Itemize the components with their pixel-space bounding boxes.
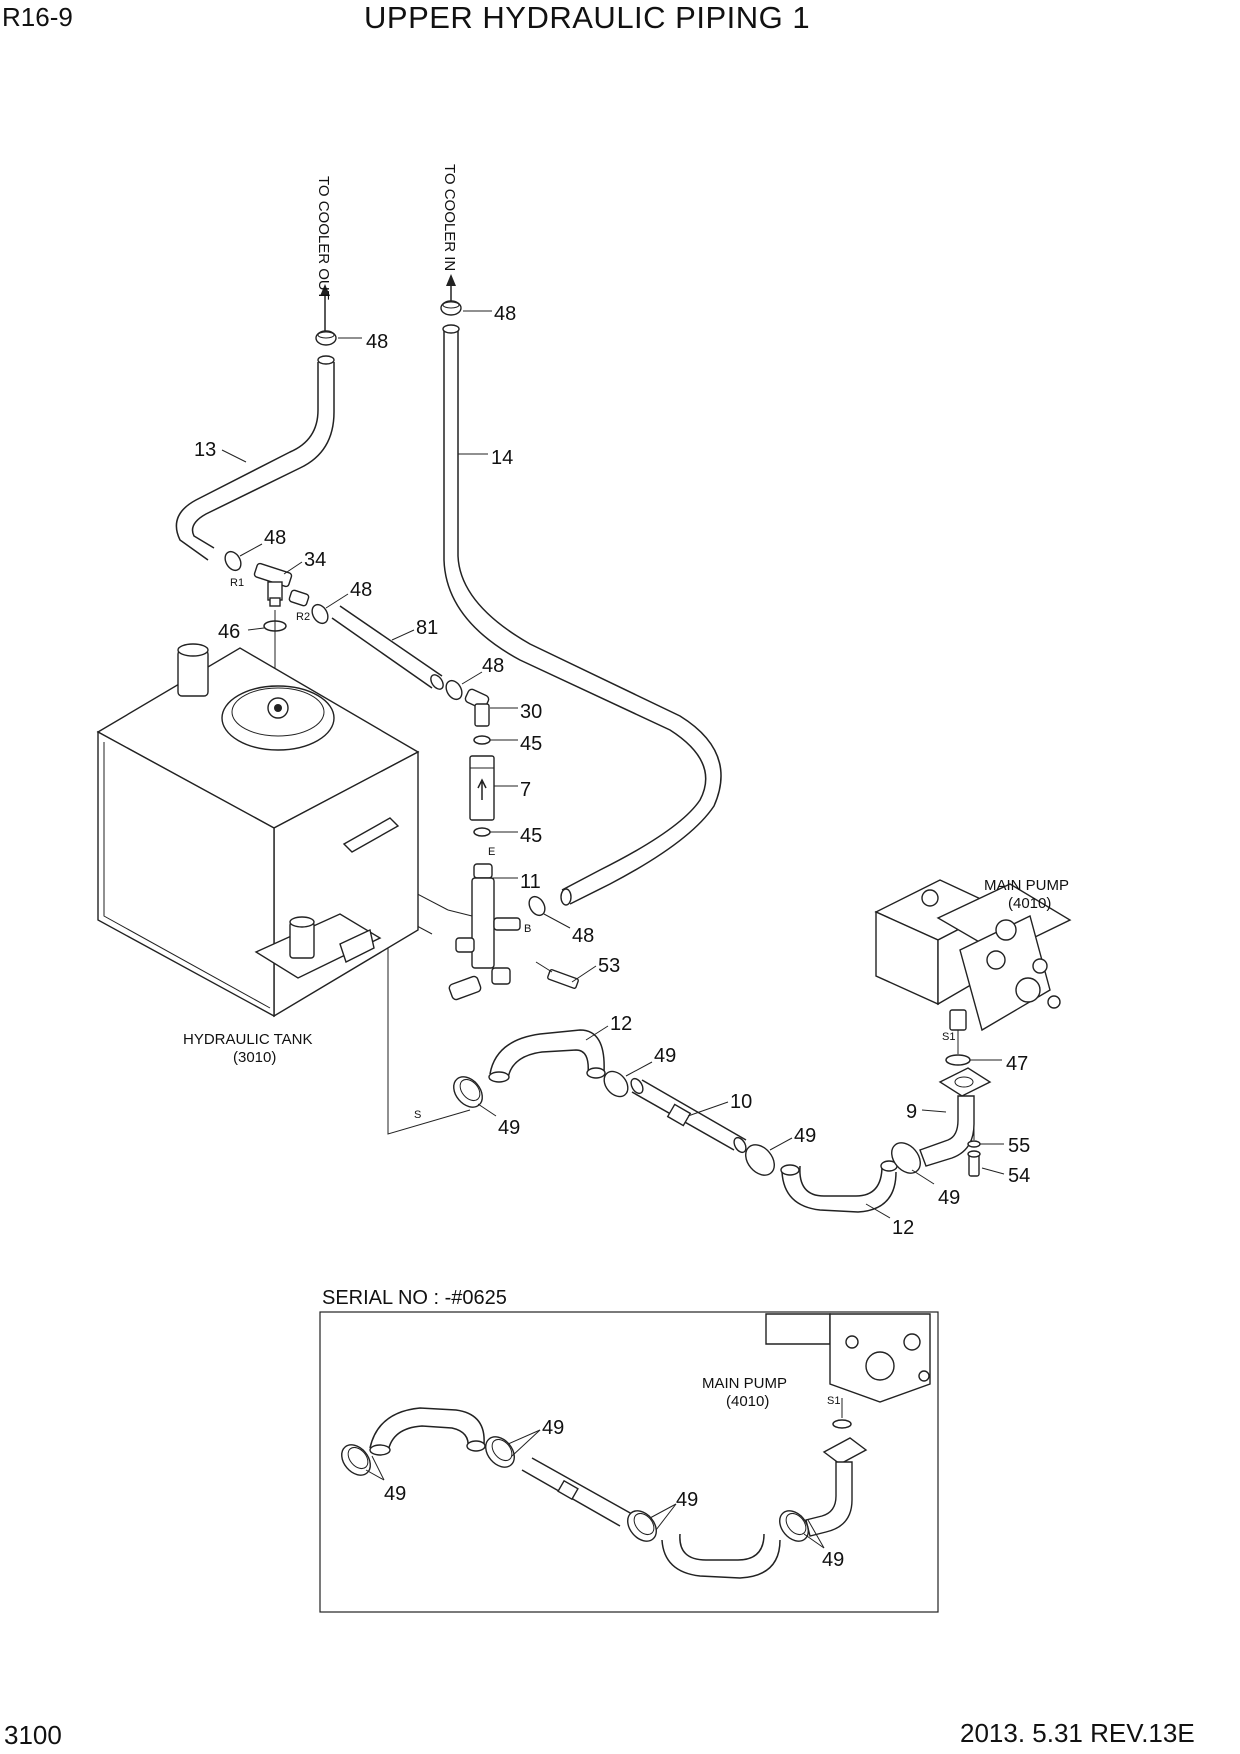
page-number: 3100: [4, 1720, 62, 1750]
inset-clamp: [341, 1444, 371, 1476]
callout-10: 10: [730, 1091, 752, 1113]
callout-45: 45: [520, 733, 542, 755]
callout-48: 48: [482, 655, 504, 677]
port-e: E: [488, 846, 495, 858]
callout-55: 55: [1008, 1135, 1030, 1157]
callout-45: 45: [520, 825, 542, 847]
pipe-10: [630, 1077, 747, 1154]
hose-clamp: [315, 330, 337, 346]
bolt-54: [967, 1150, 981, 1177]
cooler-in-label: TO COOLER IN: [441, 164, 458, 271]
callout-48: 48: [366, 331, 388, 353]
callout-54: 54: [1008, 1165, 1030, 1187]
cooler-out-arrow: TO COOLER OUT: [315, 176, 332, 332]
tank-name: HYDRAULIC TANK: [183, 1031, 312, 1048]
callout-13: 13: [194, 439, 216, 461]
port-r2: R2: [296, 611, 310, 623]
serial-note: SERIAL NO : -#0625: [322, 1287, 507, 1309]
page-title: UPPER HYDRAULIC PIPING 1: [364, 0, 811, 35]
port-s: S: [414, 1109, 421, 1121]
inset-clamp: [779, 1510, 809, 1542]
callout-49: 49: [654, 1045, 676, 1067]
suction-leader: [387, 948, 471, 1135]
hose-clamp-49: [891, 1142, 921, 1174]
inset-callout-49: 49: [542, 1417, 564, 1439]
callout-81: 81: [416, 617, 438, 639]
hose-14: [442, 324, 722, 906]
main-pump: [874, 879, 1072, 1032]
callout-47: 47: [1006, 1053, 1028, 1075]
hose-12-upper: [488, 1029, 606, 1083]
hose-12-lower: [780, 1160, 898, 1213]
hose-clamp: [528, 895, 546, 917]
callouts: 48 48 13 14 48 34 48 46 81 48 30 45 7 45…: [194, 303, 1030, 1239]
callout-11: 11: [520, 871, 541, 893]
callout-7: 7: [520, 779, 531, 801]
port-r1: R1: [230, 577, 244, 589]
port-s1: S1: [942, 1031, 955, 1043]
hose-clamp: [445, 679, 463, 701]
hose-clamp: [440, 300, 462, 316]
cooler-out-label: TO COOLER OUT: [315, 176, 332, 300]
inset-callout-49: 49: [822, 1549, 844, 1571]
revision-date: 2013. 5.31 REV.13E: [960, 1718, 1195, 1748]
o-ring-45: [473, 735, 491, 745]
hose-13: [175, 355, 335, 561]
hydraulic-tank: [96, 643, 420, 1018]
hose-clamp-49: [745, 1144, 775, 1176]
check-valve-7: [469, 755, 495, 821]
hose-clamp: [311, 603, 329, 625]
callout-48: 48: [572, 925, 594, 947]
callout-49: 49: [794, 1125, 816, 1147]
flange-elbow-9: [919, 1067, 992, 1167]
callout-49: 49: [938, 1187, 960, 1209]
callout-14: 14: [491, 447, 513, 469]
serial-inset: MAIN PUMP (4010) S1: [319, 1311, 939, 1613]
inset-pump-code: (4010): [726, 1393, 769, 1410]
manifold-11: [359, 863, 521, 1001]
cooler-in-arrow: TO COOLER IN: [441, 164, 458, 306]
callout-48: 48: [494, 303, 516, 325]
inset-port-s1: S1: [827, 1395, 840, 1407]
inset-clamp: [627, 1510, 657, 1542]
callout-46: 46: [218, 621, 240, 643]
callout-9: 9: [906, 1101, 917, 1123]
hose-clamp: [224, 550, 242, 572]
pump-code: (4010): [1008, 895, 1051, 912]
callout-12: 12: [610, 1013, 632, 1035]
callout-49: 49: [498, 1117, 520, 1139]
callout-30: 30: [520, 701, 542, 723]
callout-34: 34: [304, 549, 326, 571]
tank-code: (3010): [233, 1049, 276, 1066]
tee-fitting-34: [253, 562, 310, 607]
bolt-53: [535, 961, 579, 989]
o-ring-47: [945, 1054, 971, 1066]
elbow-fitting-30: [464, 688, 490, 727]
port-b: B: [524, 923, 531, 935]
callout-53: 53: [598, 955, 620, 977]
inset-clamp: [485, 1436, 515, 1468]
inset-callout-49: 49: [384, 1483, 406, 1505]
model-number: R16-9: [2, 2, 73, 32]
callout-48: 48: [350, 579, 372, 601]
pump-name: MAIN PUMP: [984, 877, 1069, 894]
inset-pump-name: MAIN PUMP: [702, 1375, 787, 1392]
callout-48: 48: [264, 527, 286, 549]
o-ring-45: [473, 827, 491, 837]
hose-clamp-49: [603, 1070, 629, 1098]
callout-12: 12: [892, 1217, 914, 1239]
hose-81: [331, 605, 444, 690]
inset-callout-49: 49: [676, 1489, 698, 1511]
